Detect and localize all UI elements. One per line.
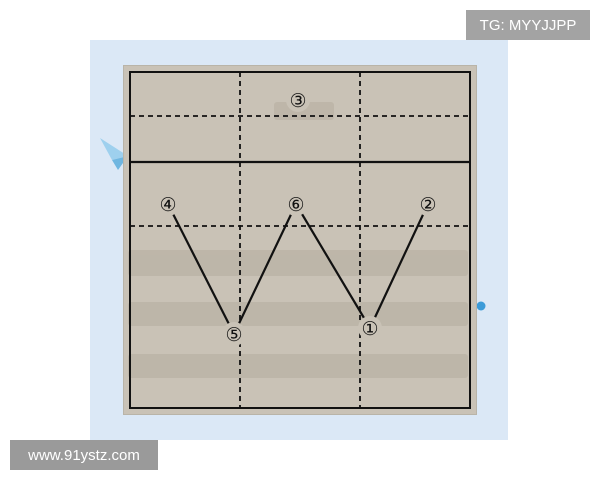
rotation-path [167, 203, 429, 335]
background-print-shading [128, 102, 468, 378]
edge-node-1-to-node-2 [369, 203, 429, 329]
edge-node-5-to-node-6 [233, 203, 297, 335]
player-node-5: ⑤ [222, 322, 246, 346]
court-diagram: ④ ⑥ ② ⑤ ① ③ [128, 71, 471, 409]
player-node-4-label: ④ [159, 194, 176, 216]
player-node-1-label: ① [361, 318, 378, 340]
watermark-top: TG: MYYJJPP [466, 10, 590, 40]
court-boundary [129, 71, 471, 409]
player-node-2: ② [416, 192, 440, 216]
watermark-bottom: www.91ystz.com [10, 440, 158, 470]
player-node-1: ① [358, 316, 382, 340]
edge-node-4-to-node-5 [167, 203, 235, 335]
zone-labels: ③ [286, 88, 310, 112]
zone-region-3-label: ③ [289, 90, 306, 112]
zone-region-3: ③ [286, 88, 310, 112]
zone-lines [130, 72, 470, 408]
player-positions: ④ ⑥ ② ⑤ ① [156, 192, 440, 346]
blue-dot-icon [476, 301, 486, 311]
player-node-6-label: ⑥ [287, 194, 304, 216]
volleyball-diagram-photo: ④ ⑥ ② ⑤ ① ③ [124, 66, 476, 414]
edge-node-6-to-node-1 [295, 203, 371, 329]
player-node-6: ⑥ [284, 192, 308, 216]
player-node-5-label: ⑤ [225, 324, 242, 346]
player-node-2-label: ② [419, 194, 436, 216]
player-node-4: ④ [156, 192, 180, 216]
